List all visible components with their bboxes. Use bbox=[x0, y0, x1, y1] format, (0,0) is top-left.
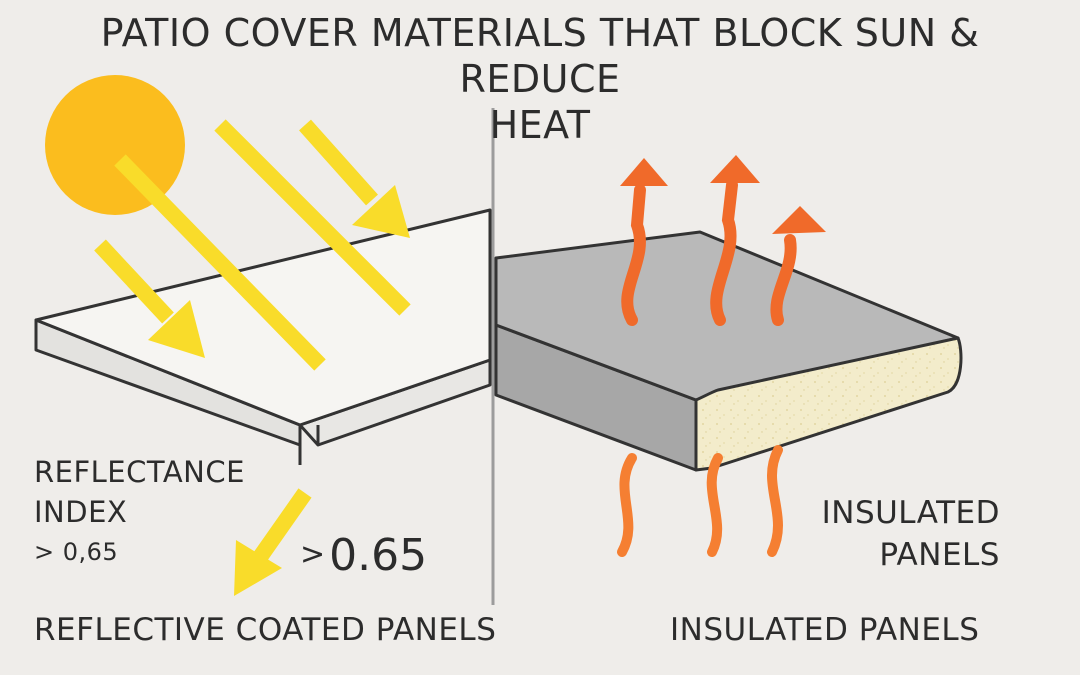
reflected-ray-arrow bbox=[234, 488, 312, 596]
page-title: PATIO COVER MATERIALS THAT BLOCK SUN & R… bbox=[0, 10, 1080, 148]
sun-ray-arrowheads bbox=[148, 185, 410, 358]
big-value-number: 0.65 bbox=[329, 530, 428, 581]
insulated-panel bbox=[494, 230, 963, 472]
insulated-side-label: INSULATED PANELS bbox=[822, 492, 1000, 576]
title-line-1: PATIO COVER MATERIALS THAT BLOCK SUN & R… bbox=[100, 11, 980, 101]
sun-rays bbox=[94, 119, 411, 371]
insulated-side-line-1: INSULATED bbox=[821, 495, 1000, 531]
heat-waves-below bbox=[617, 445, 783, 557]
reflectance-label-line-2: INDEX bbox=[34, 495, 128, 529]
reflectance-label-line-1: REFLECTANCE bbox=[34, 455, 245, 489]
caption-insulated-panels: INSULATED PANELS bbox=[670, 612, 980, 648]
title-line-2: HEAT bbox=[489, 103, 591, 147]
caption-reflective-panels: REFLECTIVE COATED PANELS bbox=[34, 612, 497, 648]
reflectance-index-label: REFLECTANCE INDEX > 0,65 bbox=[34, 452, 245, 572]
heat-arrowheads bbox=[620, 155, 826, 234]
big-value-symbol: > bbox=[300, 537, 326, 572]
reflectance-big-value: >0.65 bbox=[300, 530, 427, 581]
insulated-side-line-2: PANELS bbox=[879, 537, 1000, 573]
heat-arrows-up bbox=[621, 179, 797, 326]
reflectance-label-value: > 0,65 bbox=[34, 538, 119, 566]
